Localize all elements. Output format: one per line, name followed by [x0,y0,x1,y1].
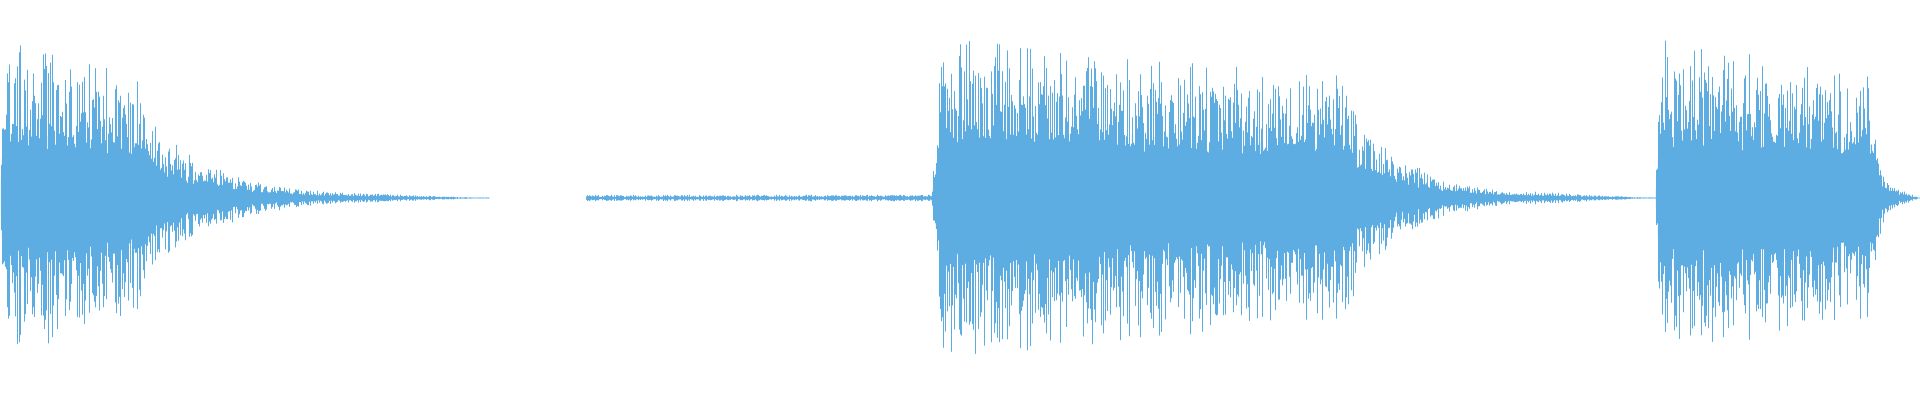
burst-1-core [0,128,490,268]
burst-3-core [1654,128,1920,268]
burst-2-core [930,126,1656,270]
waveform-peaks [0,40,1920,354]
